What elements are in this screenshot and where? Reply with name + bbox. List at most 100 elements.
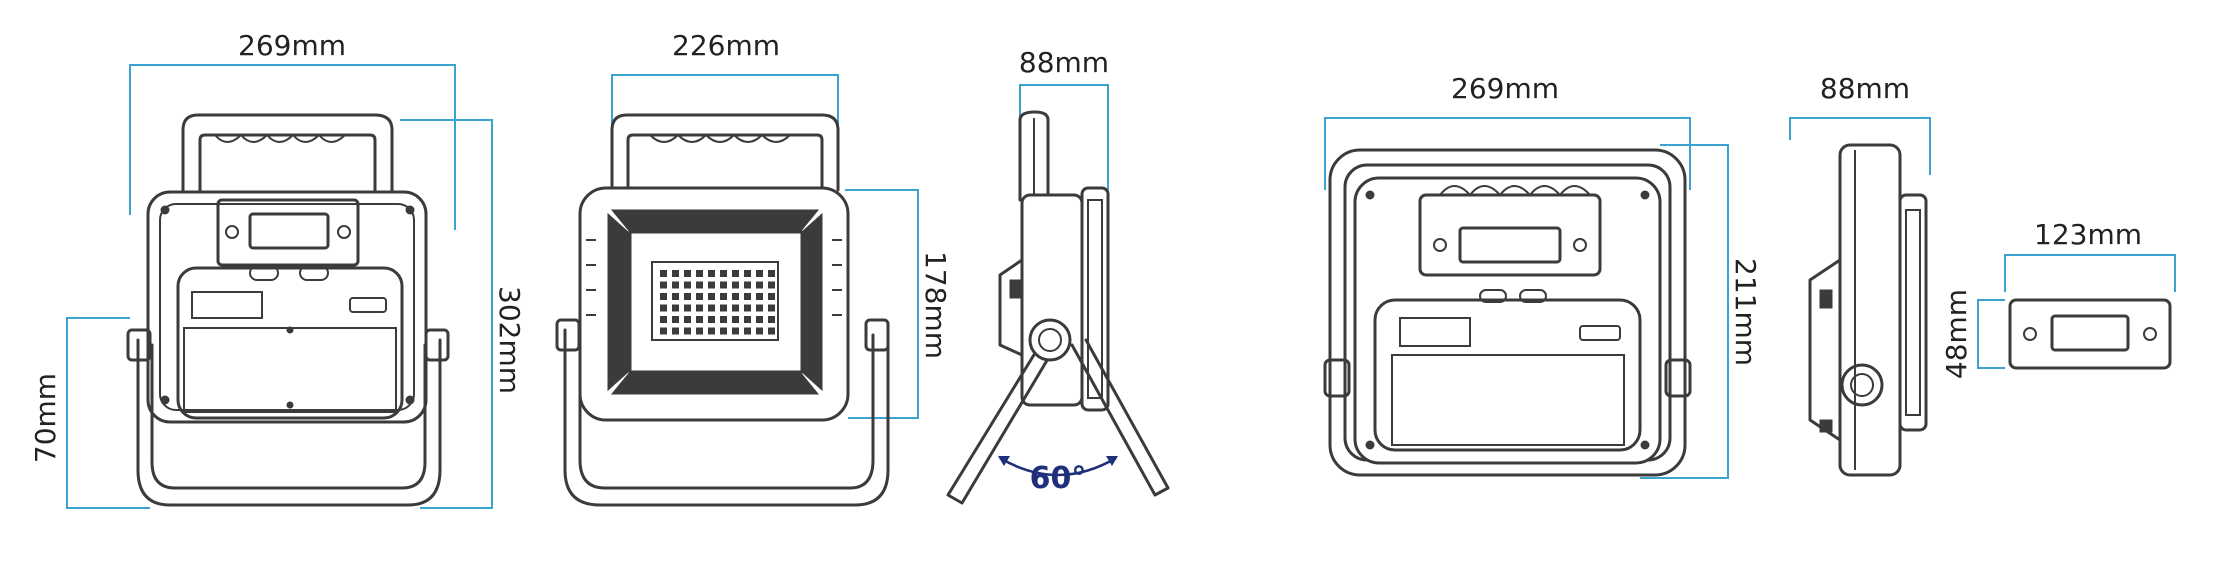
led-cell <box>660 316 667 323</box>
led-cell <box>744 327 751 335</box>
folded-side-depth-dimension-line <box>1789 117 1931 175</box>
led-cell <box>684 281 691 289</box>
front-handle <box>181 113 394 207</box>
bracket-left-hole <box>2023 327 2037 341</box>
led-cell <box>732 327 739 335</box>
led-cell <box>672 327 679 335</box>
led-cell <box>756 304 763 312</box>
bracket-right-hole <box>2143 327 2157 341</box>
side-depth-label: 88mm <box>1019 46 1109 79</box>
led-cell <box>684 327 691 335</box>
front-base-label: 70mm <box>29 373 62 463</box>
led-cell <box>660 270 667 277</box>
led-cell <box>744 293 751 300</box>
back-body <box>578 186 850 422</box>
led-cell <box>756 316 763 323</box>
led-cell <box>732 293 739 300</box>
led-cell <box>756 281 763 289</box>
front-height-label: 302mm <box>493 286 526 394</box>
folded-side-pivot-knob <box>1840 363 1884 407</box>
bracket-view: 123mm 48mm <box>1940 218 2176 379</box>
led-cell <box>708 281 715 289</box>
led-cell <box>672 293 679 300</box>
led-cell <box>744 304 751 312</box>
folded-width-label: 269mm <box>1451 72 1559 105</box>
led-cell <box>720 316 727 323</box>
folded-side-body <box>1838 143 1902 477</box>
led-cell <box>756 293 763 300</box>
bracket-height-label: 48mm <box>1940 289 1973 379</box>
led-cell <box>708 270 715 277</box>
led-cell <box>768 281 775 289</box>
front-left-knob <box>126 328 152 362</box>
led-cell <box>768 293 775 300</box>
folded-side-depth-label: 88mm <box>1820 72 1910 105</box>
led-cell <box>696 316 703 323</box>
folded-front-view: 269mm 211mm <box>1323 72 1762 479</box>
led-cell <box>732 281 739 289</box>
front-view: 269mm 302mm 70mm <box>29 29 526 509</box>
led-cell <box>720 281 727 289</box>
front-width-label: 269mm <box>238 29 346 62</box>
front-usb-port <box>349 297 387 313</box>
folded-width-dimension-line <box>1324 117 1691 190</box>
led-cell <box>768 316 775 323</box>
led-cell <box>696 304 703 312</box>
led-cell <box>672 281 679 289</box>
folded-side-view: 88mm <box>1789 72 1931 477</box>
side-handle <box>1018 110 1050 202</box>
led-cell <box>720 304 727 312</box>
led-cell <box>672 304 679 312</box>
back-view: 226mm 178mm <box>555 29 952 507</box>
side-view: 88mm 60° <box>946 46 1170 505</box>
led-cell <box>660 281 667 289</box>
led-cell <box>696 327 703 335</box>
bracket-plate <box>2008 298 2172 370</box>
side-body <box>1020 193 1084 407</box>
front-switch-panel <box>191 291 263 319</box>
folded-height-dimension-line <box>1640 144 1729 479</box>
front-body <box>146 190 428 424</box>
led-cell <box>744 316 751 323</box>
side-pivot-knob <box>1028 318 1072 362</box>
front-height-dimension-line <box>400 119 493 509</box>
side-angle-label: 60° <box>1030 461 1087 496</box>
led-cell <box>732 316 739 323</box>
led-cell <box>732 304 739 312</box>
front-width-dimension-line <box>129 64 456 230</box>
led-cell <box>768 270 775 277</box>
back-handle <box>610 113 840 192</box>
folded-display-window <box>1458 226 1562 264</box>
back-width-label: 226mm <box>672 29 780 62</box>
led-cell <box>696 293 703 300</box>
front-stand <box>136 338 442 507</box>
led-cell <box>708 304 715 312</box>
front-right-knob <box>424 328 450 362</box>
side-angle-arc <box>999 456 1117 477</box>
folded-right-knob <box>1664 358 1692 398</box>
back-height-label: 178mm <box>919 251 952 359</box>
led-cell <box>672 316 679 323</box>
back-height-dimension-line <box>845 189 919 419</box>
led-cell <box>732 270 739 277</box>
led-cell <box>756 270 763 277</box>
led-cell <box>768 304 775 312</box>
bracket-window <box>2050 314 2130 352</box>
folded-height-label: 211mm <box>1729 258 1762 366</box>
led-cell <box>708 327 715 335</box>
bracket-width-dimension-line <box>2004 254 2176 292</box>
led-cell <box>660 327 667 335</box>
back-width-dimension-line <box>611 74 839 125</box>
led-cell <box>708 293 715 300</box>
bracket-width-label: 123mm <box>2034 218 2142 251</box>
led-cell <box>696 270 703 277</box>
back-led-grid <box>660 270 775 335</box>
led-cell <box>684 293 691 300</box>
side-right-leg <box>1070 338 1170 497</box>
folded-switch-panel <box>1399 317 1471 347</box>
led-cell <box>672 270 679 277</box>
led-cell <box>756 327 763 335</box>
led-cell <box>744 270 751 277</box>
bracket-height-dimension-line <box>1977 299 2005 369</box>
